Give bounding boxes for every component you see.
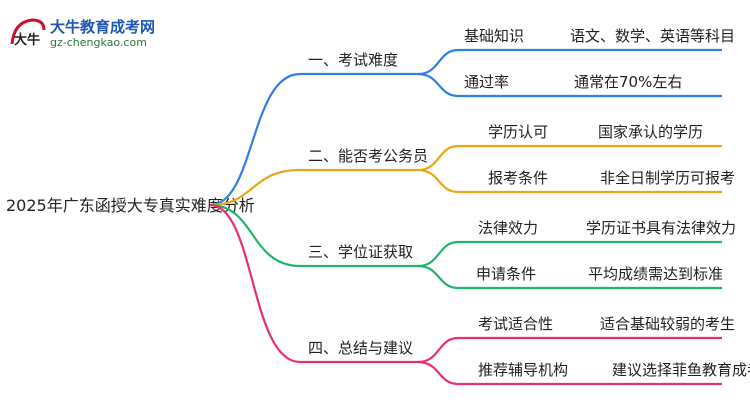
child-value-1-1: 语文、数学、英语等科目 bbox=[570, 27, 735, 45]
logo-mark-icon: 大牛 bbox=[10, 18, 46, 48]
child-connector-1-1 bbox=[417, 48, 459, 76]
branch-connector-1 bbox=[209, 72, 301, 207]
branch-label-1: 一、考试难度 bbox=[308, 51, 398, 69]
logo-mark-glyph: 大牛 bbox=[14, 32, 40, 48]
child-value-3-2: 平均成绩需达到标准 bbox=[588, 265, 723, 283]
child-label-4-2: 推荐辅导机构 bbox=[478, 361, 568, 379]
child-value-1-2: 通常在70%左右 bbox=[574, 73, 682, 91]
child-connector-3-1 bbox=[417, 240, 459, 268]
child-label-4-1: 考试适合性 bbox=[478, 315, 553, 333]
logo-name: 大牛教育成考网 bbox=[50, 18, 156, 36]
child-value-4-2: 建议选择菲鱼教育成考 bbox=[612, 361, 750, 379]
branch-label-3: 三、学位证获取 bbox=[308, 243, 413, 261]
child-connector-4-1 bbox=[417, 336, 459, 364]
child-value-4-1: 适合基础较弱的考生 bbox=[600, 315, 735, 333]
child-label-1-1: 基础知识 bbox=[464, 27, 524, 45]
child-label-2-2: 报考条件 bbox=[488, 169, 548, 187]
child-label-1-2: 通过率 bbox=[464, 73, 509, 91]
logo-url: gz-chengkao.com bbox=[50, 36, 147, 49]
child-value-2-2: 非全日制学历可报考 bbox=[600, 169, 735, 187]
child-connector-3-2 bbox=[417, 264, 459, 290]
site-logo[interactable]: 大牛 大牛教育成考网 gz-chengkao.com bbox=[8, 14, 168, 54]
child-value-3-1: 学历证书具有法律效力 bbox=[586, 219, 736, 237]
branch-label-4: 四、总结与建议 bbox=[308, 339, 413, 357]
child-label-2-1: 学历认可 bbox=[488, 123, 548, 141]
child-label-3-1: 法律效力 bbox=[478, 219, 538, 237]
child-connector-4-2 bbox=[417, 360, 459, 386]
child-connector-2-1 bbox=[417, 144, 459, 172]
child-connector-2-2 bbox=[417, 168, 459, 194]
branch-connector-2 bbox=[209, 168, 301, 207]
child-connector-1-2 bbox=[417, 72, 459, 98]
root-node: 2025年广东函授大专真实难度分析 bbox=[6, 196, 255, 215]
branch-connector-3 bbox=[209, 203, 301, 268]
branch-connector-4 bbox=[209, 203, 301, 364]
child-value-2-1: 国家承认的学历 bbox=[598, 123, 703, 141]
child-label-3-2: 申请条件 bbox=[476, 265, 536, 283]
branch-label-2: 二、能否考公务员 bbox=[308, 147, 428, 165]
